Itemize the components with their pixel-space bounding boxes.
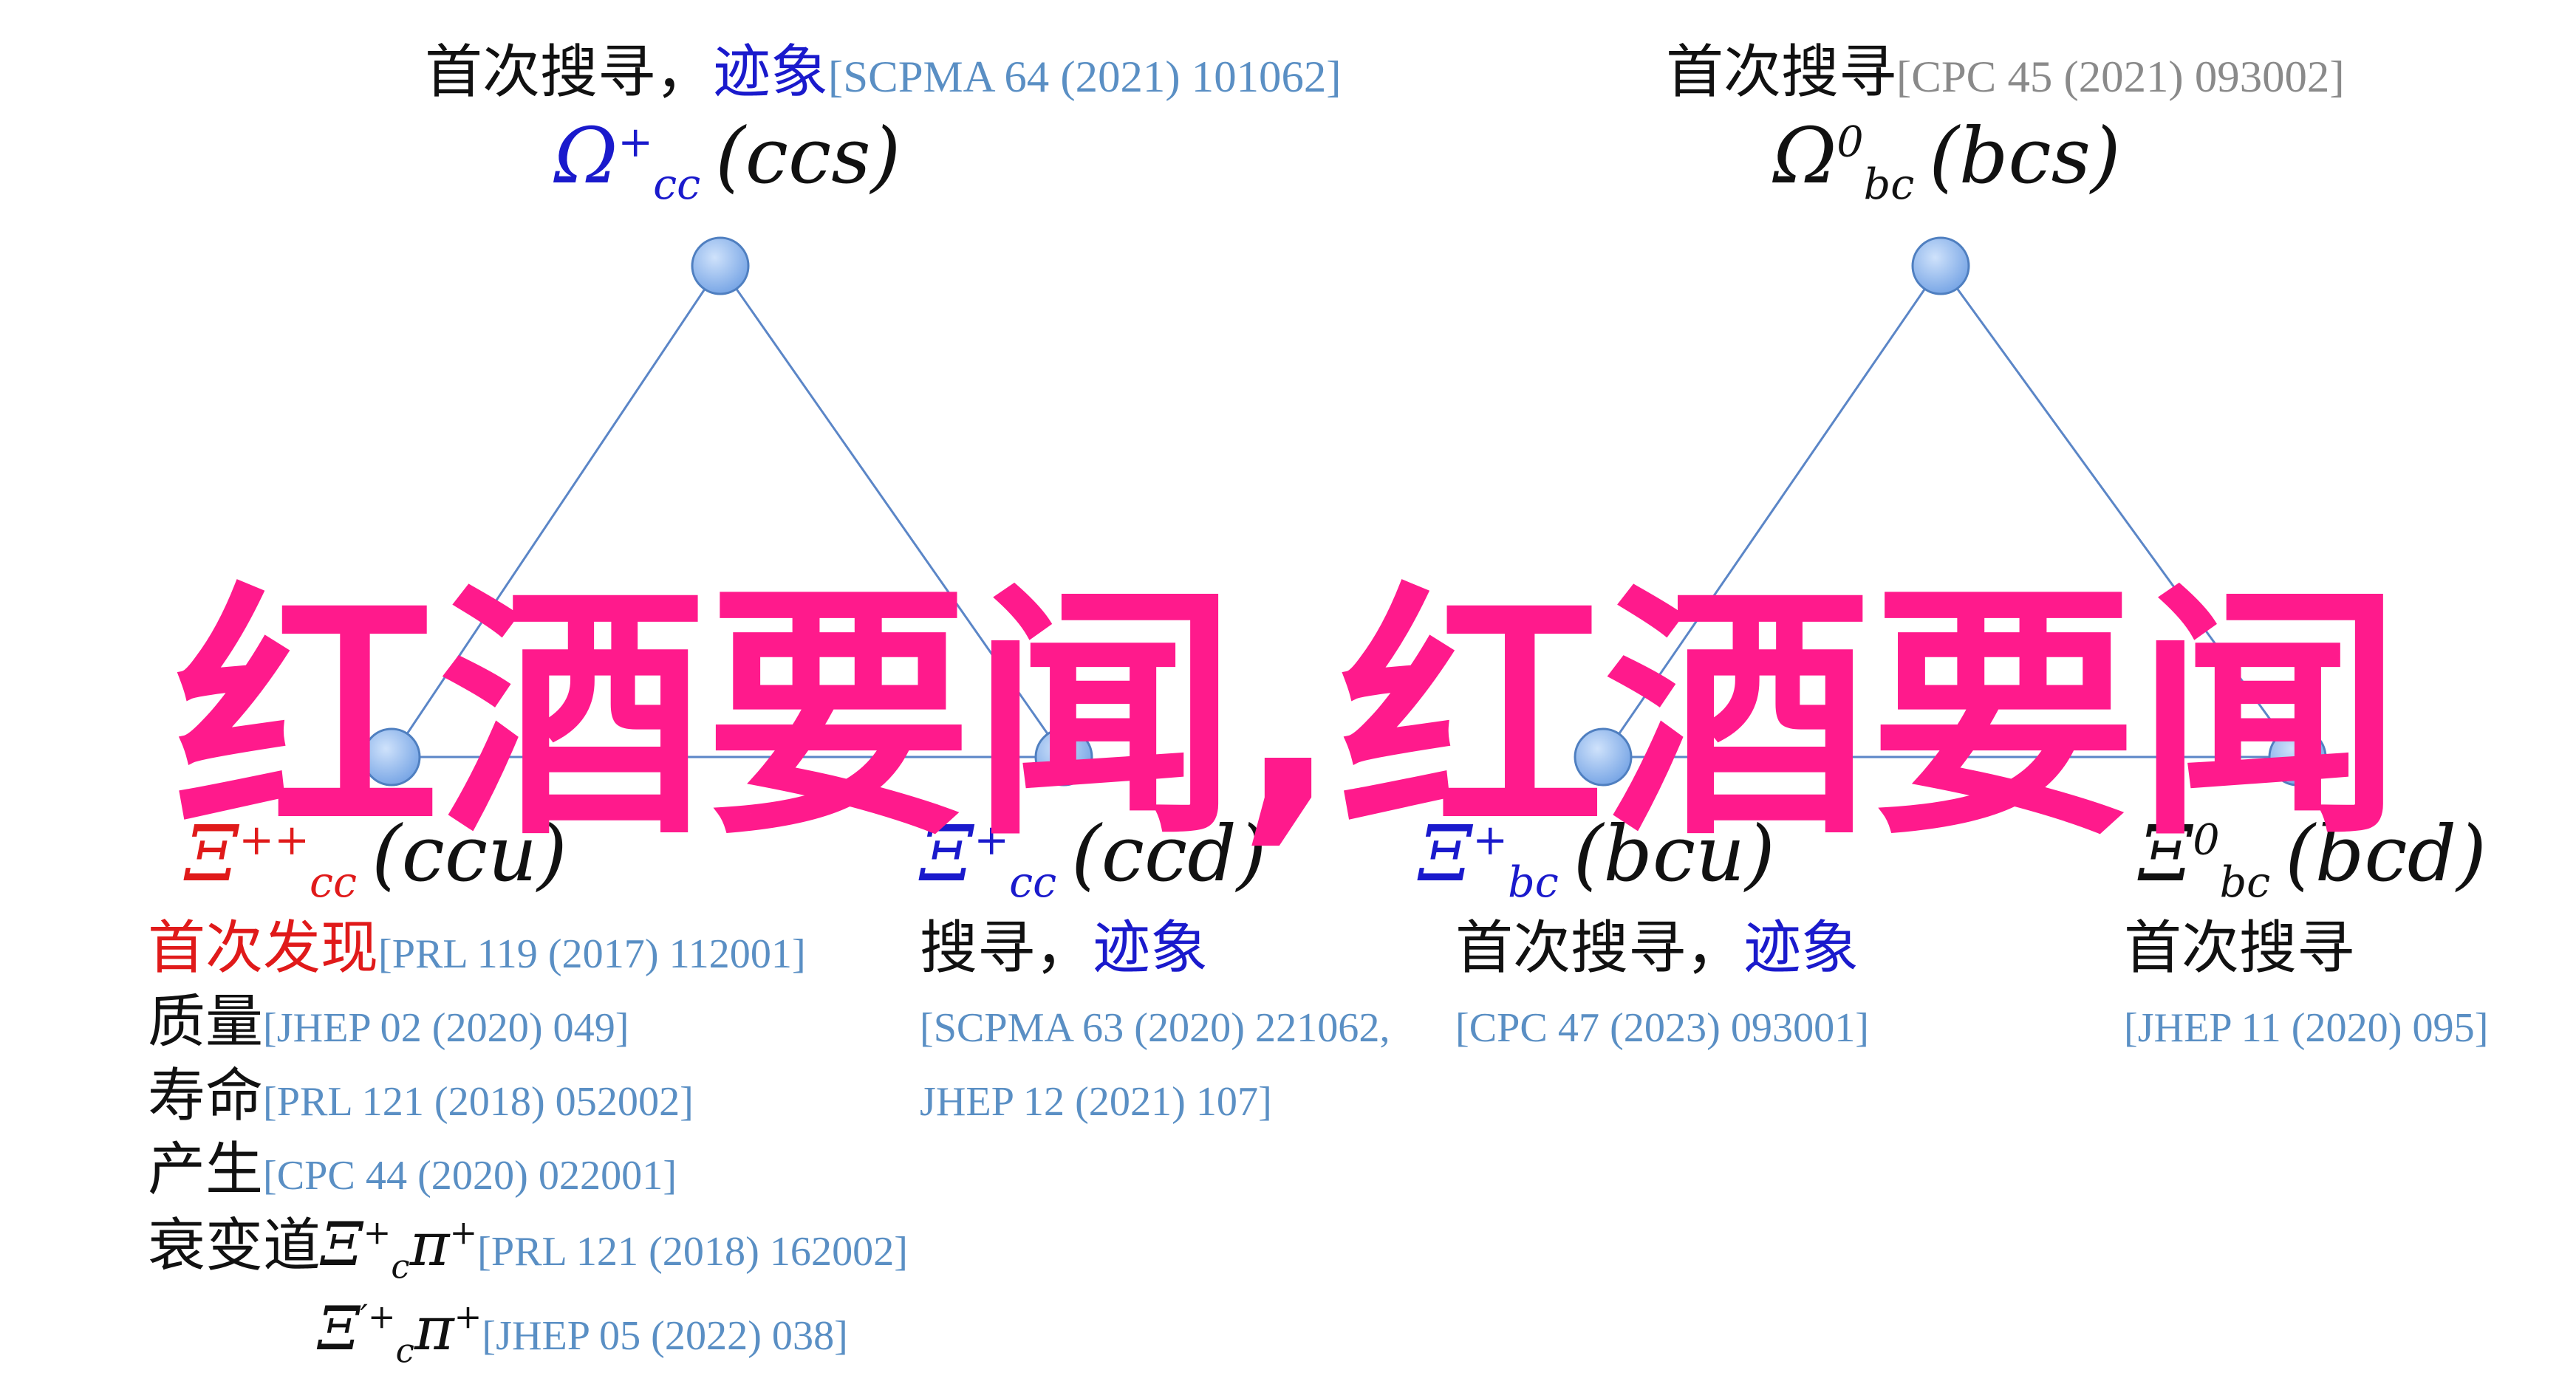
particle-flavor: cc — [310, 857, 358, 907]
quark-content: (bcd) — [2285, 809, 2487, 899]
particle-symbol: Ω — [554, 111, 618, 201]
note-row: Ξ′+cπ+[JHEP 05 (2022) 038] — [148, 1299, 908, 1368]
reference-text: [JHEP 11 (2020) 095] — [2124, 1005, 2489, 1051]
node-xi-bc-0 — [2268, 727, 2327, 787]
highlight-text: 迹象 — [713, 39, 829, 106]
node-xi-bc-p — [1574, 727, 1633, 787]
note-text: 首次搜寻， — [1455, 915, 1744, 982]
quark-content: (ccs) — [715, 111, 901, 201]
omega-bc-label: Ω0bc (bcs) — [1773, 111, 2121, 209]
math-sup: ′+ — [360, 1298, 396, 1337]
reference-text: [SCPMA 64 (2021) 101062] — [828, 52, 1342, 102]
note-text: 搜寻， — [920, 915, 1093, 982]
particle-charge: + — [974, 815, 1010, 865]
highlight-text: 迹象 — [1093, 915, 1209, 982]
particle-charge: ++ — [239, 815, 310, 865]
particle-symbol: Ω — [1773, 111, 1837, 201]
note-row: 搜寻，迹象 — [920, 919, 1390, 977]
xi-bc-0-notes: 首次搜寻 [JHEP 11 (2020) 095] — [2124, 919, 2488, 1067]
edge-omega-bc-to-xi-bc-p — [1602, 265, 1942, 758]
note-text: 衰变道 — [148, 1213, 321, 1279]
math-tail-sup: + — [449, 1213, 478, 1253]
xi-cc-p-notes: 搜寻，迹象 [SCPMA 63 (2020) 221062, JHEP 12 (20… — [920, 919, 1390, 1141]
note-text: 寿命 — [148, 1063, 264, 1129]
omega-bc-header: 首次搜寻[CPC 45 (2021) 093002] — [1666, 26, 2345, 109]
math-sub: c — [395, 1331, 414, 1371]
math-sub: c — [391, 1247, 410, 1287]
particle-flavor: bc — [1863, 160, 1915, 209]
particle-charge: + — [1472, 815, 1509, 865]
edge-omega-cc-to-xi-cc-p — [719, 265, 1065, 758]
note-row: 寿命[PRL 121 (2018) 052002] — [148, 1067, 908, 1125]
reference-text: [CPC 44 (2020) 022001] — [263, 1153, 677, 1199]
note-text: 产生 — [148, 1137, 264, 1203]
node-xi-cc-p — [1034, 727, 1093, 787]
math-symbol: Ξ — [321, 1210, 363, 1280]
reference-text: [CPC 47 (2023) 093001] — [1455, 1005, 1869, 1051]
xi-bc-p-label: Ξ+bc (bcu) — [1418, 809, 1775, 907]
math-symbol: Ξ — [318, 1294, 361, 1365]
reference-text: [JHEP 02 (2020) 049] — [263, 1005, 629, 1051]
particle-flavor: cc — [1009, 857, 1057, 907]
omega-cc-label: Ω+cc (ccs) — [554, 111, 901, 209]
reference-text: JHEP 12 (2021) 107] — [920, 1079, 1272, 1125]
quark-content: (bcu) — [1573, 809, 1775, 899]
xi-bc-0-label: Ξ0bc (bcd) — [2139, 809, 2487, 907]
xi-cc-pp-label: Ξ++cc (ccu) — [185, 809, 567, 907]
node-omega-bc — [1911, 236, 1970, 295]
watermark-text: 红酒要闻,红酒要闻 — [174, 561, 2402, 871]
node-omega-cc — [691, 236, 750, 295]
particle-flavor: cc — [653, 160, 701, 209]
particle-symbol: Ξ — [920, 809, 974, 899]
math-tail: π — [409, 1210, 450, 1280]
note-row: 衰变道Ξ+cπ+[PRL 121 (2018) 162002] — [148, 1213, 909, 1284]
note-row: [SCPMA 63 (2020) 221062, — [920, 993, 1390, 1051]
xi-cc-p-label: Ξ+cc (ccd) — [920, 809, 1266, 907]
reference-text: [SCPMA 63 (2020) 221062, — [920, 1005, 1390, 1051]
particle-flavor: bc — [1508, 857, 1559, 907]
particle-charge: 0 — [2193, 815, 2220, 865]
quark-content: (ccu) — [372, 809, 567, 899]
math-tail: π — [414, 1294, 454, 1365]
highlight-text: 迹象 — [1743, 915, 1859, 982]
particle-symbol: Ξ — [185, 809, 239, 899]
note-row: 首次发现[PRL 119 (2017) 112001] — [148, 919, 908, 977]
xi-bc-p-notes: 首次搜寻，迹象 [CPC 47 (2023) 093001] — [1455, 919, 1869, 1067]
particle-charge: + — [618, 117, 654, 167]
omega-cc-header: 首次搜寻，迹象[SCPMA 64 (2021) 101062] — [425, 26, 1342, 109]
note-row: 产生[CPC 44 (2020) 022001] — [148, 1141, 908, 1199]
quark-content: (ccd) — [1071, 809, 1267, 899]
reference-text: [JHEP 05 (2022) 038] — [482, 1313, 848, 1360]
note-text: 首次搜寻， — [425, 39, 714, 106]
math-tail-sup: + — [454, 1298, 482, 1337]
reference-text: [PRL 119 (2017) 112001] — [378, 931, 806, 977]
edge-omega-cc-to-xi-cc-pp — [390, 265, 722, 758]
inline-math-term: Ξ′+cπ+ — [318, 1294, 482, 1368]
quark-content: (bcs) — [1929, 111, 2121, 201]
math-sup: + — [363, 1213, 392, 1253]
note-row: 质量[JHEP 02 (2020) 049] — [148, 993, 908, 1051]
note-row: [JHEP 11 (2020) 095] — [2124, 993, 2488, 1051]
note-text: 首次搜寻 — [1666, 39, 1897, 106]
note-row: [CPC 47 (2023) 093001] — [1455, 993, 1869, 1051]
reference-text: [CPC 45 (2021) 093002] — [1896, 52, 2345, 102]
particle-symbol: Ξ — [2139, 809, 2193, 899]
particle-flavor: bc — [2219, 857, 2271, 907]
note-text: 质量 — [148, 989, 264, 1055]
xi-cc-pp-notes: 首次发现[PRL 119 (2017) 112001] 质量[JHEP 02 (2… — [148, 919, 908, 1384]
note-row: JHEP 12 (2021) 107] — [920, 1067, 1390, 1125]
particle-charge: 0 — [1837, 117, 1864, 167]
particle-symbol: Ξ — [1418, 809, 1473, 899]
discovery-text: 首次发现 — [148, 915, 379, 982]
reference-text: [PRL 121 (2018) 052002] — [263, 1079, 694, 1125]
node-xi-cc-pp — [362, 727, 421, 787]
reference-text: [PRL 121 (2018) 162002] — [477, 1229, 909, 1275]
edge-omega-bc-to-xi-bc-0 — [1939, 265, 2299, 758]
note-text: 首次搜寻 — [2124, 915, 2355, 982]
note-row: 首次搜寻，迹象 — [1455, 919, 1869, 977]
inline-math-term: Ξ+cπ+ — [321, 1210, 478, 1284]
note-row: 首次搜寻 — [2124, 919, 2488, 977]
